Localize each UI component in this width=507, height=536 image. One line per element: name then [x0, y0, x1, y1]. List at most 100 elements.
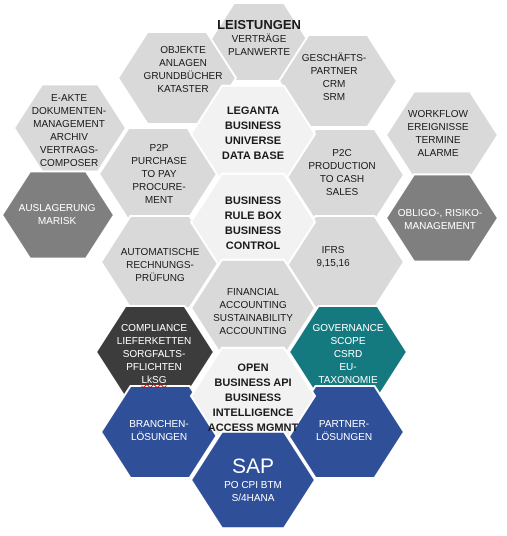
hex-p2p-line: PURCHASE	[131, 155, 187, 167]
hex-workflow: WORKFLOW EREIGNISSE TERMINE ALARME	[395, 106, 481, 162]
hex-branchen-line: BRANCHEN-	[129, 419, 189, 430]
hex-leistungen: LEISTUNGEN VERTRÄGE PLANWERTE	[211, 10, 307, 66]
hex-e-akte-line: VERTRAGS-	[39, 145, 99, 156]
hex-governance-line: SCOPE	[330, 335, 366, 347]
hex-geschaefts-partner-line: GESCHÄFTS-	[301, 53, 367, 64]
hex-branchen: BRANCHEN- LÖSUNGEN	[122, 414, 196, 448]
hex-sap-line: PO CPI BTM	[224, 480, 282, 491]
hex-ifrs-line: IFRS	[321, 245, 345, 256]
hex-leganta-line: BUSINESS	[224, 120, 282, 132]
hex-p2c-line: PRODUCTION	[308, 161, 376, 172]
hex-governance-line: TAXONOMIE	[318, 374, 378, 386]
hex-obligo-line: OBLIGO-, RISIKO-	[397, 208, 483, 219]
hex-rule-box: BUSINESS RULE BOX BUSINESS CONTROL	[203, 193, 303, 255]
hex-p2c-line: SALES	[325, 187, 359, 198]
hex-open-api-line: INTELLIGENCE	[212, 406, 294, 419]
hex-leganta: LEGANTA BUSINESS UNIVERSE DATA BASE	[203, 102, 303, 166]
hex-p2p-line: MENT	[144, 194, 174, 206]
hex-shape-automatische	[99, 215, 221, 309]
hex-leistungen-line: VERTRÄGE	[231, 34, 287, 45]
hex-financial-line: ACCOUNTING	[219, 326, 287, 337]
hex-compliance-line: LkSG	[141, 374, 167, 386]
hex-compliance-line: COMPLIANCE	[120, 322, 188, 334]
hex-geschaefts-partner-line: PARTNER	[310, 66, 358, 77]
hex-shape-geschaefts-partner	[277, 34, 399, 128]
hex-obligo: OBLIGO-, RISIKO- MANAGEMENT	[390, 203, 490, 237]
hex-e-akte-line: ARCHIV	[50, 132, 88, 143]
hex-p2p-line: PROCURE-	[132, 181, 186, 193]
hex-compliance: COMPLIANCE LIEFERKETTEN SORGFALTS- PFLIC…	[106, 318, 202, 390]
hex-workflow-line: EREIGNISSE	[407, 122, 469, 133]
hex-financial-line: SUSTAINABILITY	[213, 313, 293, 324]
hex-objekte-line: KATASTER	[157, 84, 209, 95]
hex-leganta-line: UNIVERSE	[224, 135, 282, 147]
hex-leistungen-line: PLANWERTE	[227, 47, 291, 58]
hex-e-akte-line: E-AKTE	[50, 93, 88, 104]
hex-automatische-line: AUTOMATISCHE	[120, 246, 200, 258]
hex-leganta-line: DATA BASE	[221, 150, 285, 162]
hex-partner-line: PARTNER-	[318, 419, 370, 430]
hex-auslagerung: AUSLAGERUNG MARISK	[6, 198, 108, 232]
hex-rule-box-line: RULE BOX	[224, 210, 282, 222]
hex-objekte-line: ANLAGEN	[159, 58, 207, 69]
hex-open-api: OPEN BUSINESS API BUSINESS INTELLIGENCE …	[200, 360, 306, 436]
hex-p2p-line: TO PAY	[141, 168, 177, 180]
hex-shape-e-akte	[12, 83, 128, 173]
hex-e-akte-line: DOKUMENTEN-	[31, 106, 107, 117]
hex-financial-line: ACCOUNTING	[219, 300, 287, 311]
hex-workflow-line: ALARME	[417, 148, 459, 159]
hex-geschaefts-partner: GESCHÄFTS- PARTNER CRM SRM	[294, 50, 374, 106]
hex-geschaefts-partner-line: SRM	[322, 92, 346, 103]
hex-p2p: P2P PURCHASE TO PAY PROCURE- MENT	[124, 138, 194, 210]
hex-shape-branchen	[99, 385, 221, 479]
hex-partner: PARTNER- LÖSUNGEN	[307, 414, 381, 448]
hex-open-api-line: BUSINESS	[224, 391, 282, 404]
hex-e-akte-line: MANAGEMENT	[33, 119, 105, 130]
hex-objekte: OBJEKTE ANLAGEN GRUNDBÜCHER KATASTER	[128, 42, 238, 98]
hex-sap-line: S/4HANA	[231, 493, 275, 504]
hex-ifrs: IFRS 9,15,16	[304, 242, 362, 272]
hex-workflow-line: TERMINE	[415, 135, 461, 146]
hex-shape-auslagerung	[0, 170, 116, 260]
hex-p2p-line: P2P	[149, 142, 169, 154]
hex-financial: FINANCIAL ACCOUNTING SUSTAINABILITY ACCO…	[203, 284, 303, 340]
hex-financial-line: FINANCIAL	[226, 287, 280, 298]
hex-auslagerung-line: MARISK	[37, 216, 77, 227]
hex-sap: SAP PO CPI BTM S/4HANA	[203, 448, 303, 512]
hex-objekte-line: GRUNDBÜCHER	[143, 71, 223, 82]
hex-ifrs-line: 9,15,16	[316, 258, 350, 269]
hex-branchen-line: LÖSUNGEN	[130, 432, 188, 443]
hex-geschaefts-partner-line: CRM	[322, 79, 346, 90]
hex-e-akte-line: COMPOSER	[39, 158, 99, 169]
hex-e-akte: E-AKTE DOKUMENTEN- MANAGEMENT ARCHIV VER…	[24, 88, 114, 174]
sap-title: SAP	[231, 455, 275, 478]
hex-objekte-line: OBJEKTE	[160, 45, 206, 56]
hex-compliance-line: PFLICHTEN	[126, 361, 182, 373]
hex-governance-line: GOVERNANCE	[312, 322, 384, 334]
hex-rule-box-line: BUSINESS	[224, 195, 282, 207]
hex-automatische: AUTOMATISCHE RECHNUNGS- PRÜFUNG	[114, 242, 206, 288]
hex-leganta-line: LEGANTA	[226, 105, 280, 117]
hex-compliance-line: SORGFALTS-	[122, 348, 186, 360]
hex-open-api-line: BUSINESS API	[214, 376, 292, 389]
hex-governance: GOVERNANCE SCOPE CSRD EU- TAXONOMIE	[300, 318, 396, 390]
hex-partner-line: LÖSUNGEN	[315, 432, 373, 443]
hex-governance-line: EU-	[339, 361, 357, 373]
hex-open-api-line: ACCESS MGMNT	[207, 421, 299, 434]
hex-p2c-line: TO CASH	[319, 174, 365, 185]
hex-automatische-line: RECHNUNGS-	[126, 259, 194, 271]
hex-rule-box-line: CONTROL	[225, 240, 281, 252]
hex-automatische-line: PRÜFUNG	[135, 272, 185, 284]
hex-leistungen-line: LEISTUNGEN	[217, 17, 301, 32]
hex-workflow-line: WORKFLOW	[408, 109, 468, 120]
hex-open-api-line: OPEN	[237, 361, 269, 374]
hex-p2c: P2C PRODUCTION TO CASH SALES	[300, 144, 384, 202]
hex-governance-line: CSRD	[333, 348, 363, 360]
hex-compliance-line: LIEFERKETTEN	[116, 335, 192, 347]
hex-shape-sap	[189, 430, 317, 530]
hex-obligo-line: MANAGEMENT	[404, 221, 476, 232]
hex-shape-obligo	[384, 173, 500, 263]
hex-rule-box-line: BUSINESS	[224, 225, 282, 237]
